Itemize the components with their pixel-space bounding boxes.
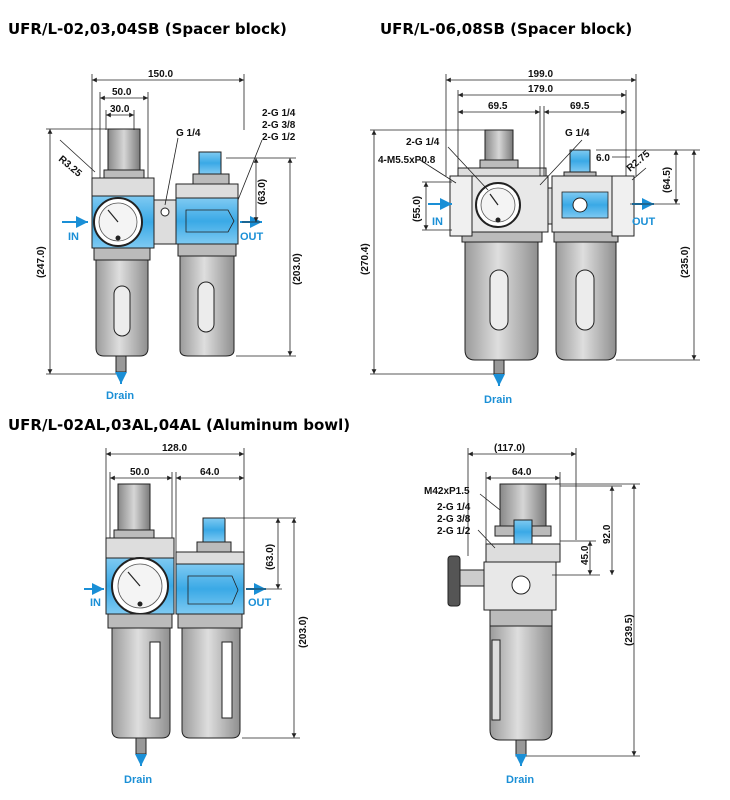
drain-label: Drain [106,390,134,402]
port-out-al: OUT [248,597,272,609]
title-spacer-block-large: UFR/L-06,08SB (Spacer block) [380,20,633,38]
dim-199: 199.0 [528,69,553,80]
dim-92: 92.0 [602,524,613,544]
dim-128: 128.0 [162,443,187,454]
dim-203: (203.0) [292,253,303,285]
label-2g38: 2-G 3/8 [262,120,296,131]
dim-247: (247.0) [36,246,47,278]
label-2g14: 2-G 1/4 [262,108,296,119]
dim-270-4: (270.4) [360,243,371,275]
dim-150: 150.0 [148,69,173,80]
drain-label-al: Drain [124,774,152,786]
dim-64-al: 64.0 [200,467,220,478]
label-2g12-side: 2-G 1/2 [437,526,471,537]
diagram-side-view: (117.0) 64.0 M42xP1.5 2-G 1/4 2-G 3/8 2-… [424,443,640,786]
label-g14-large: G 1/4 [565,128,590,139]
drain-label-large: Drain [484,394,512,406]
dim-63: (63.0) [257,179,268,205]
port-out-large: OUT [632,216,656,228]
label-m42: M42xP1.5 [424,486,470,497]
diagram-spacer-block-small: 150.0 50.0 30.0 R3.25 G 1/4 2-G 1/4 2-G … [36,69,303,402]
drain-label-side: Drain [506,774,534,786]
dim-239-5: (239.5) [624,614,635,646]
dim-50: 50.0 [112,87,132,98]
dim-69-5-left: 69.5 [488,101,508,112]
dim-69-5-right: 69.5 [570,101,590,112]
dim-117: (117.0) [494,443,525,454]
dim-55: (55.0) [412,196,423,222]
dim-64-5: (64.5) [662,167,673,193]
label-2g14-large: 2-G 1/4 [406,137,440,148]
label-2g12: 2-G 1/2 [262,132,296,143]
label-m55: 4-M5.5xP0.8 [378,155,436,166]
dim-63-al: (63.0) [265,544,276,570]
dim-r275: R2.75 [625,148,653,174]
dim-179: 179.0 [528,84,553,95]
port-in-al: IN [90,597,101,609]
diagram-aluminum-bowl: 128.0 50.0 64.0 (63.0) (203.0) IN OUT Dr… [84,443,309,786]
dim-45: 45.0 [580,545,591,565]
dim-30: 30.0 [110,104,130,115]
title-aluminum-bowl: UFR/L-02AL,03AL,04AL (Aluminum bowl) [8,416,351,434]
port-out: OUT [240,231,264,243]
diagram-spacer-block-large: 199.0 179.0 69.5 69.5 2-G 1/4 4-M5.5xP0.… [360,69,700,406]
label-2g14-side: 2-G 1/4 [437,502,471,513]
label-2g38-side: 2-G 3/8 [437,514,471,525]
label-g14: G 1/4 [176,128,201,139]
dim-6: 6.0 [596,153,610,164]
dim-50-al: 50.0 [130,467,150,478]
port-in: IN [68,231,79,243]
port-in-large: IN [432,216,443,228]
dim-64-side: 64.0 [512,467,532,478]
dim-203-al: (203.0) [298,616,309,648]
title-spacer-block-small: UFR/L-02,03,04SB (Spacer block) [8,20,287,38]
dim-235: (235.0) [680,246,691,278]
